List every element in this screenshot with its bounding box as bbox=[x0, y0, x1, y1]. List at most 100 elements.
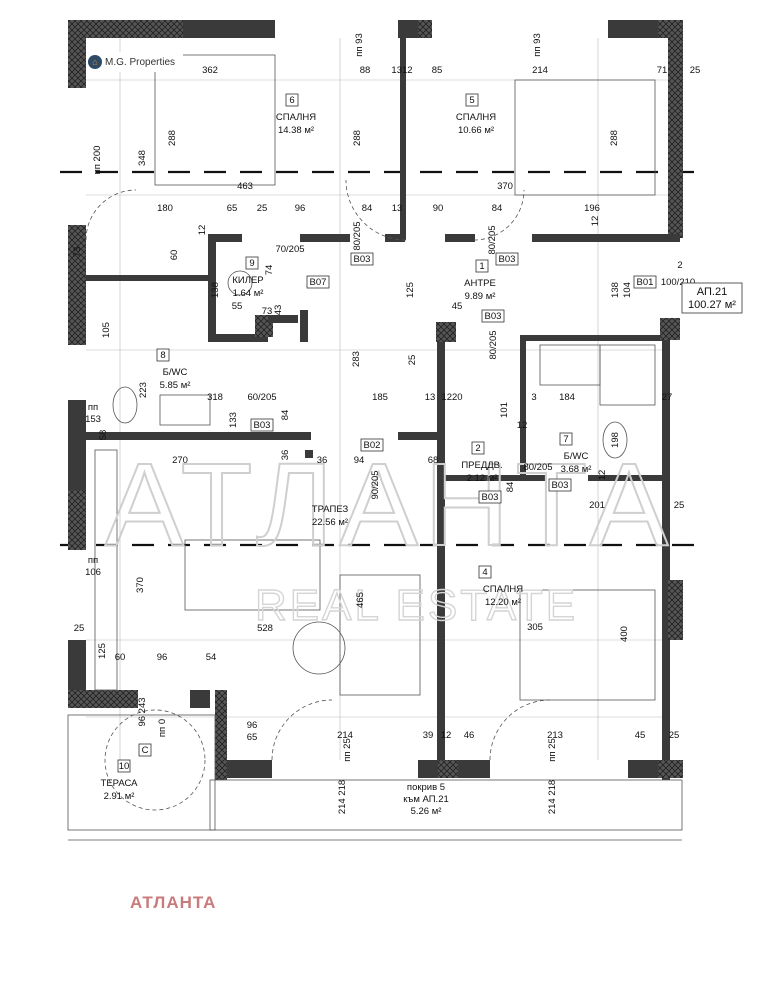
dimension-label: 288 bbox=[167, 130, 178, 146]
dimension-label: 305 bbox=[527, 622, 543, 633]
dimension-label: пп 0 bbox=[157, 719, 168, 737]
dimension-label: пп bbox=[88, 555, 98, 566]
dimension-label: 25 bbox=[669, 730, 680, 741]
door-code: B03 bbox=[485, 311, 502, 322]
room-area: 14.38 м² bbox=[278, 125, 314, 136]
dimension-label: 288 bbox=[352, 130, 363, 146]
dimension-label: пп 25 bbox=[547, 738, 558, 762]
dimension-label: 1312 bbox=[391, 65, 412, 76]
dimension-label: 1220 bbox=[441, 392, 462, 403]
room-number-box bbox=[478, 565, 492, 579]
room-name-2: към АП.21 bbox=[403, 794, 449, 805]
terrace-and-roof bbox=[67, 709, 683, 841]
dimension-label: 214 218 bbox=[337, 780, 348, 814]
room-name: ТРАПЕЗ bbox=[312, 504, 349, 515]
room-name: СПАЛНЯ bbox=[276, 112, 316, 123]
dimension-label: 12 bbox=[197, 225, 208, 236]
door-code-box bbox=[250, 418, 274, 432]
dimension-label: 12 bbox=[517, 420, 528, 431]
room-area: 1.64 м² bbox=[233, 288, 264, 299]
door-code-box bbox=[495, 252, 519, 266]
construction-lines bbox=[86, 38, 668, 760]
door-size: 70/205 bbox=[275, 244, 304, 255]
dimension-label: 362 bbox=[202, 65, 218, 76]
house-icon: ⌂ bbox=[88, 55, 102, 69]
dimension-label: пп 200 bbox=[92, 146, 103, 175]
furniture bbox=[85, 54, 656, 761]
room-name: СПАЛНЯ bbox=[456, 112, 496, 123]
room-number: 10 bbox=[119, 761, 130, 772]
room-area: 5.85 м² bbox=[160, 380, 191, 391]
room-tag: C bbox=[142, 745, 149, 756]
dimension-label: 198 bbox=[610, 432, 621, 448]
walls bbox=[68, 20, 683, 780]
dimension-label: 25 bbox=[690, 65, 701, 76]
door-code-box bbox=[360, 438, 384, 452]
room-number: 1 bbox=[479, 261, 484, 272]
dimension-label: 463 bbox=[237, 181, 253, 192]
dimension-label: 25 bbox=[74, 623, 85, 634]
dimension-label: 214 bbox=[337, 730, 353, 741]
dimension-label: 55 bbox=[232, 301, 243, 312]
dimension-label: 106 bbox=[85, 567, 101, 578]
room-number-box bbox=[475, 259, 489, 273]
room-number-box bbox=[471, 441, 485, 455]
dimension-label: 153 bbox=[85, 414, 101, 425]
room-number: 8 bbox=[160, 350, 165, 361]
door-code: B03 bbox=[499, 254, 516, 265]
dimension-label: 88 bbox=[360, 65, 371, 76]
dimension-label: 96 243 bbox=[137, 697, 148, 726]
door-code: B02 bbox=[364, 440, 381, 451]
door-code: B01 bbox=[637, 277, 654, 288]
dimension-label: 25 bbox=[257, 203, 268, 214]
dimension-label: 39 bbox=[423, 730, 434, 741]
dimension-label: 71 bbox=[657, 65, 668, 76]
room-number-box bbox=[559, 432, 573, 446]
door-code: B03 bbox=[482, 492, 499, 503]
room-number-box bbox=[156, 348, 170, 362]
dimension-label: 138 bbox=[210, 282, 221, 298]
dimension-label: 60 bbox=[169, 250, 180, 261]
logo: ⌂ M.G. Properties bbox=[88, 52, 183, 72]
dimension-label: 90 bbox=[433, 203, 444, 214]
watermark-main: АТЛАНТА bbox=[105, 439, 674, 571]
door-size: 80/205 bbox=[352, 221, 363, 250]
room-name: СПАЛНЯ bbox=[483, 584, 523, 595]
dimension-label: 73 bbox=[262, 306, 273, 317]
dimension-label: 400 bbox=[619, 626, 630, 642]
dimension-label: 125 bbox=[97, 643, 108, 659]
dimension-label: 94 bbox=[354, 455, 365, 466]
apartment-name: АП.21 bbox=[697, 286, 727, 298]
dimension-label: 84 bbox=[505, 482, 516, 493]
dimension-label: пп 93 bbox=[532, 33, 543, 57]
door-code: B03 bbox=[552, 480, 569, 491]
dimension-label: 101 bbox=[499, 402, 510, 418]
brand-footer: АТЛАНТА bbox=[130, 893, 217, 912]
dimension-label: 65 bbox=[247, 732, 258, 743]
dimension-label: 12 bbox=[590, 216, 601, 227]
dimension-label: 370 bbox=[135, 577, 146, 593]
dimension-label: 12 bbox=[597, 470, 608, 481]
dimension-label: 370 bbox=[497, 181, 513, 192]
dimension-label: 196 bbox=[584, 203, 600, 214]
room-area: 5.26 м² bbox=[411, 806, 442, 817]
door-code-box bbox=[478, 490, 502, 504]
dimension-label: 43 bbox=[273, 305, 284, 316]
door-code: B03 bbox=[354, 254, 371, 265]
room-area: 12.20 м² bbox=[485, 597, 521, 608]
dimension-label: 223 bbox=[138, 382, 149, 398]
apartment-tag: АП.21 100.27 м² bbox=[681, 282, 743, 314]
dimension-label: 270 bbox=[172, 455, 188, 466]
room-number-box bbox=[465, 93, 479, 107]
room-number-box bbox=[245, 256, 259, 270]
dimension-label: 65 bbox=[227, 203, 238, 214]
dimension-label: 46 bbox=[464, 730, 475, 741]
door-code-box bbox=[306, 275, 330, 289]
dimension-label: 465 bbox=[355, 592, 366, 608]
room-tag-box bbox=[138, 743, 152, 757]
room-name: КИЛЕР bbox=[232, 275, 263, 286]
room-name: АНТРЕ bbox=[464, 278, 496, 289]
dimension-label: 2 bbox=[677, 260, 682, 271]
